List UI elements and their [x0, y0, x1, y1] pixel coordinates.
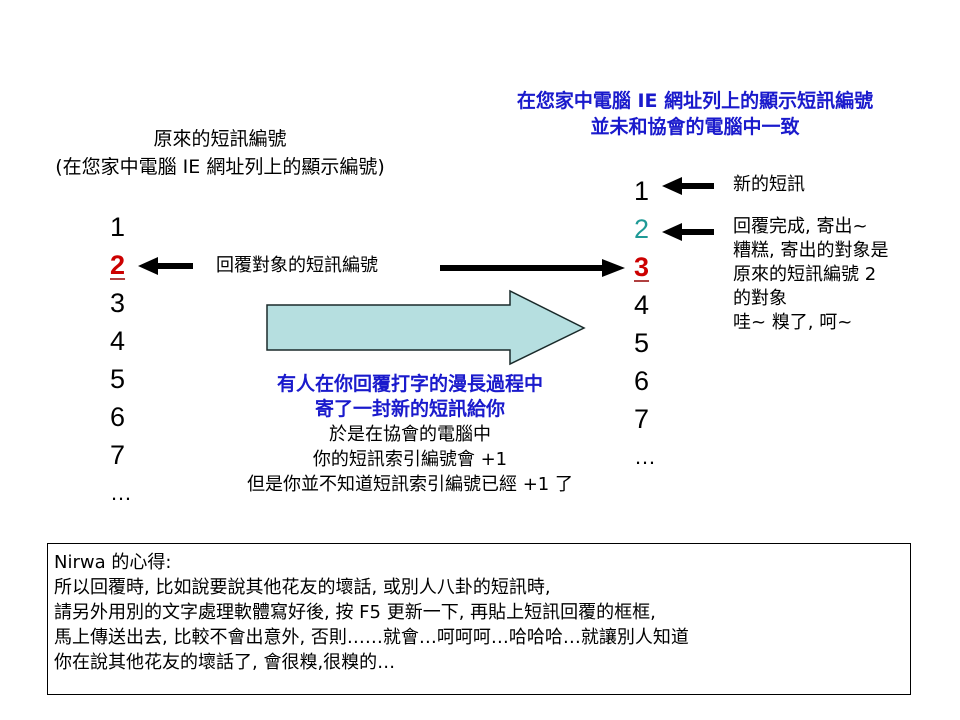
left-arrow-icon	[138, 257, 193, 275]
right-number-7: 7	[634, 404, 650, 434]
reply-target-label: 回覆對象的短訊編號	[216, 255, 378, 276]
right-number-3-highlight: 3	[634, 252, 650, 282]
right-number-column: 1 2 3 4 5 6 7 …	[634, 172, 658, 476]
middle-blue-line2: 寄了一封新的短訊給你	[314, 398, 505, 420]
title-left: 原來的短訊編號 (在您家中電腦 IE 網址列上的顯示編號)	[0, 125, 440, 181]
title-left-line2: (在您家中電腦 IE 網址列上的顯示編號)	[55, 156, 385, 178]
left-number-3: 3	[110, 288, 126, 318]
left-number-5: 5	[110, 364, 126, 394]
middle-line4: 你的短訊索引編號會 +1	[312, 449, 508, 470]
left-number-6: 6	[110, 402, 126, 432]
big-block-arrow-icon	[266, 289, 586, 366]
note-box: Nirwa 的心得: 所以回覆時, 比如說要說其他花友的壞話, 或別人八卦的短訊…	[47, 543, 911, 695]
left-number-ellipsis: …	[110, 480, 134, 505]
note-box-title: Nirwa 的心得:	[54, 552, 172, 573]
reply-sent-arrow-icon	[662, 223, 714, 241]
right-number-ellipsis: …	[634, 444, 658, 469]
note-line-4: 的對象	[733, 288, 787, 309]
note-box-line: 請另外用別的文字處理軟體寫好後, 按 F5 更新一下, 再貼上短訊回覆的框框,	[54, 602, 656, 623]
note-box-line: 所以回覆時, 比如說要說其他花友的壞話, 或別人八卦的短訊時,	[54, 577, 551, 598]
middle-blue-line1: 有人在你回覆打字的漫長過程中	[276, 373, 543, 395]
note-line-2: 糟糕, 寄出的對象是	[733, 240, 889, 261]
title-left-line1: 原來的短訊編號	[153, 128, 287, 150]
note-line-1: 回覆完成, 寄出~	[733, 216, 868, 237]
middle-line5: 但是你並不知道短訊索引編號已經 +1 了	[247, 474, 573, 495]
title-right: 在您家中電腦 IE 網址列上的顯示短訊編號 並未和協會的電腦中一致	[455, 88, 935, 140]
note-line-3: 原來的短訊編號 2	[733, 264, 877, 285]
left-number-7: 7	[110, 440, 126, 470]
left-number-2-highlight: 2	[110, 250, 126, 280]
right-number-4: 4	[634, 290, 650, 320]
left-number-4: 4	[110, 326, 126, 356]
right-notes: 新的短訊 回覆完成, 寄出~ 糟糕, 寄出的對象是 原來的短訊編號 2 的對象 …	[733, 173, 888, 335]
left-number-1: 1	[110, 212, 126, 242]
right-arrow-icon	[440, 259, 625, 277]
note-box-line: 馬上傳送出去, 比較不會出意外, 否則……就會…呵呵呵…哈哈哈…就讓別人知道	[54, 627, 689, 648]
note-line-5: 哇~ 糗了, 呵~	[733, 312, 853, 333]
right-number-2-teal: 2	[634, 214, 650, 244]
left-number-column: 1 2 3 4 5 6 7 …	[110, 208, 134, 512]
note-box-line: 你在說其他花友的壞話了, 會很糗,很糗的…	[54, 652, 396, 673]
right-number-6: 6	[634, 366, 650, 396]
right-number-5: 5	[634, 328, 650, 358]
note-new-message: 新的短訊	[733, 174, 805, 195]
middle-line3: 於是在協會的電腦中	[329, 424, 491, 445]
title-right-line1: 在您家中電腦 IE 網址列上的顯示短訊編號	[516, 90, 874, 112]
right-number-1: 1	[634, 176, 650, 206]
new-message-arrow-icon	[662, 177, 714, 195]
title-right-line2: 並未和協會的電腦中一致	[590, 116, 800, 138]
middle-explanation: 有人在你回覆打字的漫長過程中 寄了一封新的短訊給你 於是在協會的電腦中 你的短訊…	[190, 372, 630, 497]
